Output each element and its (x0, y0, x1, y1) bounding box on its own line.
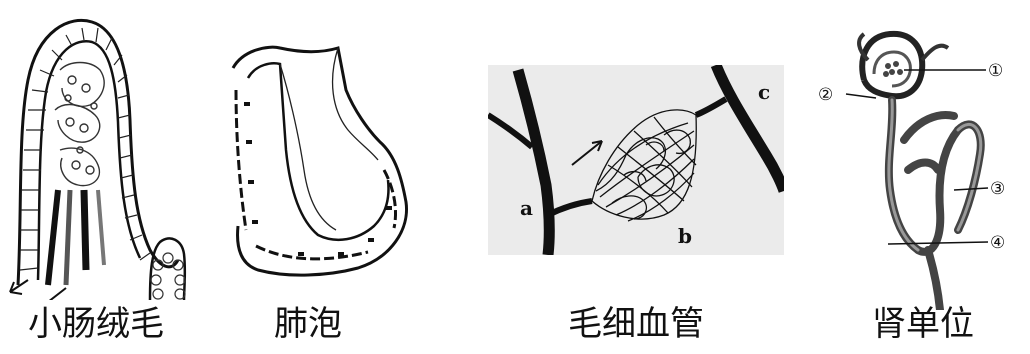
capillary-drawing: a b c (488, 65, 784, 255)
label-1: ① (988, 61, 1003, 81)
label-2: ② (818, 85, 833, 105)
villus-figure (0, 10, 215, 300)
nephron-figure: ① ② ③ ④ (808, 20, 1030, 310)
capillary-figure: a b c (488, 65, 784, 255)
caption-nephron: 肾单位 (858, 302, 988, 346)
caption-villus: 小肠绒毛 (6, 302, 186, 346)
alveolus-drawing (218, 30, 418, 300)
alveolus-figure (218, 30, 418, 300)
villus-drawing (0, 10, 215, 300)
label-3: ③ (990, 179, 1005, 199)
caption-alveolus: 肺泡 (248, 302, 368, 346)
nephron-drawing: ① ② ③ ④ (808, 20, 1030, 310)
label-b: b (678, 224, 692, 248)
label-a: a (520, 196, 533, 220)
label-c: c (758, 80, 770, 104)
caption-capillary: 毛细血管 (556, 302, 716, 346)
label-4: ④ (990, 233, 1005, 253)
